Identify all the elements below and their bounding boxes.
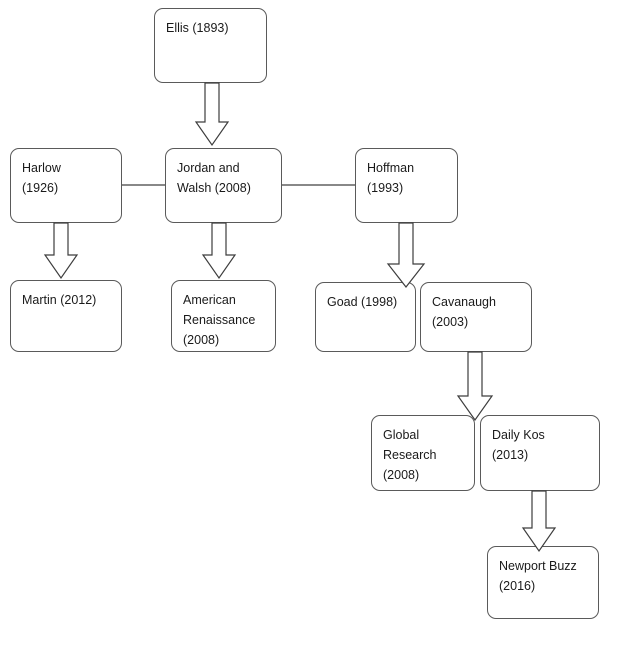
node-label-line: Goad (1998) [327, 295, 398, 309]
node-label-line: (1926) [22, 181, 59, 195]
node-label-line: Daily Kos [492, 428, 545, 442]
node-label-line: American [183, 293, 236, 307]
node-label-line: Renaissance [183, 313, 256, 327]
node-label-line: (2008) [383, 468, 420, 482]
node-label-line: Martin (2012) [22, 293, 97, 307]
node-martin[interactable]: Martin (2012) [10, 280, 122, 352]
node-label-line: Newport Buzz [499, 559, 577, 573]
node-label-line: (2013) [492, 448, 529, 462]
node-label-line: (1993) [367, 181, 404, 195]
node-cavanaugh[interactable]: Cavanaugh (2003) [420, 282, 532, 352]
node-hoffman[interactable]: Hoffman (1993) [355, 148, 458, 223]
node-goad[interactable]: Goad (1998) [315, 282, 416, 352]
node-label-line: Jordan and [177, 161, 240, 175]
node-label-line: Global [383, 428, 420, 442]
node-label-line: Hoffman [367, 161, 415, 175]
node-newport[interactable]: Newport Buzz (2016) [487, 546, 599, 619]
node-label-line: Walsh (2008) [177, 181, 251, 195]
node-label-line: Harlow [22, 161, 61, 175]
node-label-line: Research [383, 448, 437, 462]
node-ellis[interactable]: Ellis (1893) [154, 8, 267, 83]
node-dailykos[interactable]: Daily Kos (2013) [480, 415, 600, 491]
node-label-line: Cavanaugh [432, 295, 496, 309]
node-label-line: (2016) [499, 579, 536, 593]
node-label-line: (2008) [183, 333, 220, 347]
node-harlow[interactable]: Harlow (1926) [10, 148, 122, 223]
node-label-line: (2003) [432, 315, 469, 329]
node-label-line: Ellis (1893) [166, 21, 229, 35]
